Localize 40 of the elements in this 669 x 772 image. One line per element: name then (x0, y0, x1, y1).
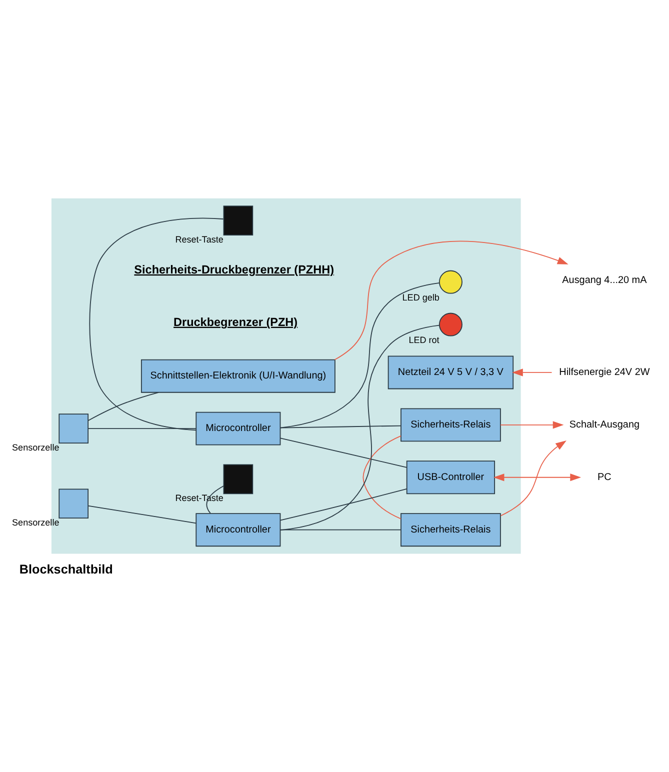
label: Sicherheits-Druckbegrenzer (PZHH) (134, 262, 334, 276)
arrow (500, 420, 564, 428)
node-box (223, 464, 254, 494)
node-box (58, 488, 89, 518)
connector (280, 528, 402, 530)
node-label: LED rot (408, 334, 440, 345)
connector (362, 435, 402, 519)
node-text: Ausgang 4...20 mA (562, 274, 647, 286)
node-box: Microcontroller (196, 411, 281, 445)
node-circle (438, 312, 462, 336)
node-label: LED gelb (402, 292, 440, 302)
node-box (58, 413, 89, 443)
node-box: Netzteil 24 V 5 V / 3,3 V (388, 355, 514, 389)
connector (280, 424, 402, 428)
label: Druckbegrenzer (PZH) (174, 315, 298, 328)
node-box: USB-Controller (406, 460, 496, 494)
node-text: PC (598, 471, 612, 482)
node-label: Sensorzelle (12, 516, 60, 527)
node-circle (438, 270, 462, 294)
connector (88, 504, 196, 524)
node-label: Sensorzelle (12, 442, 60, 452)
connector (280, 437, 408, 468)
arrow (512, 368, 552, 376)
node-label: Reset-Taste (175, 234, 224, 244)
arrow (493, 473, 582, 481)
connector (280, 324, 440, 530)
node-box (223, 205, 254, 235)
node-box: Sicherheits-Relais (400, 408, 501, 442)
arrow (334, 240, 568, 360)
connector (280, 282, 440, 428)
node-text: Schalt-Ausgang (569, 418, 640, 430)
node-box: Microcontroller (196, 512, 281, 546)
node-box: Schnittstellen-Elektronik (U/I-Wandlung) (140, 358, 336, 392)
connector (89, 217, 224, 430)
arrow (500, 440, 566, 516)
caption: Blockschaltbild (19, 562, 113, 576)
node-text: Hilfsenergie 24V 2W (559, 366, 650, 378)
node-box: Sicherheits-Relais (400, 512, 501, 546)
connector (88, 392, 160, 420)
connector (280, 488, 408, 520)
